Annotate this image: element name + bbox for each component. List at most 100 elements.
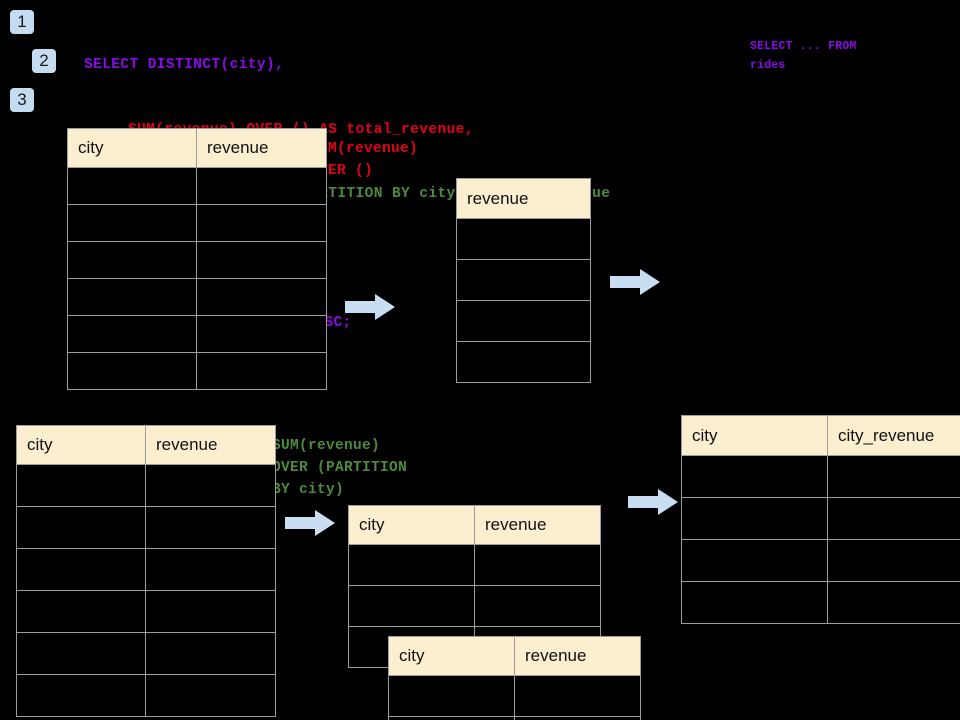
column-header-city: city xyxy=(16,425,146,465)
cell-city xyxy=(16,590,146,633)
table-row xyxy=(67,204,327,242)
cell-city xyxy=(67,278,197,316)
cell-city xyxy=(67,241,197,279)
table-header-row: city revenue xyxy=(67,128,327,168)
cell-revenue xyxy=(196,241,327,279)
cell-city xyxy=(681,455,828,498)
step-badge-1: 1 xyxy=(10,10,34,34)
table-row xyxy=(16,590,276,633)
column-header-city: city xyxy=(348,505,475,545)
total-revenue-table: revenue xyxy=(456,178,591,383)
cell-city-revenue xyxy=(827,455,960,498)
cell-city xyxy=(348,585,475,627)
city-revenue-result-table: city city_revenue xyxy=(681,415,960,624)
column-header-city: city xyxy=(681,415,828,456)
side-note-select-from-rides: SELECT ... FROM rides xyxy=(750,40,857,72)
arrow-source-to-partition-icon xyxy=(285,510,335,536)
cell-city xyxy=(681,539,828,582)
table-row xyxy=(681,539,960,582)
cell-revenue xyxy=(145,674,276,717)
table-row xyxy=(681,497,960,540)
cell-revenue xyxy=(145,632,276,675)
table-row xyxy=(67,241,327,279)
cell-revenue xyxy=(145,506,276,549)
table-row xyxy=(456,300,591,342)
cell-city xyxy=(16,464,146,507)
cell-city-revenue xyxy=(827,539,960,582)
arrow-total-to-result-icon xyxy=(610,269,660,295)
arrow-partition-to-result-icon xyxy=(628,489,678,515)
table-row xyxy=(681,581,960,624)
table-row xyxy=(456,341,591,383)
cell-city xyxy=(681,581,828,624)
cell-city xyxy=(16,674,146,717)
column-header-revenue: revenue xyxy=(474,505,601,545)
table-row xyxy=(67,167,327,205)
table-row xyxy=(456,218,591,260)
table-row xyxy=(16,464,276,507)
column-header-revenue: revenue xyxy=(514,636,641,676)
cell-city xyxy=(16,632,146,675)
table-header-row: city revenue xyxy=(388,636,641,676)
table-header-row: city city_revenue xyxy=(681,415,960,456)
annotation-partition-by-city: SUM(revenue) OVER (PARTITION BY city) xyxy=(272,438,408,498)
table-row xyxy=(67,278,327,316)
table-row xyxy=(388,675,641,717)
cell-revenue xyxy=(474,544,601,586)
table-row xyxy=(16,674,276,717)
cell-city-revenue xyxy=(827,497,960,540)
cell-revenue xyxy=(456,300,591,342)
cell-revenue xyxy=(145,464,276,507)
table-row xyxy=(388,716,641,720)
cell-revenue xyxy=(456,259,591,301)
column-header-city: city xyxy=(388,636,515,676)
cell-city xyxy=(388,675,515,717)
cell-city xyxy=(67,204,197,242)
column-header-revenue: revenue xyxy=(456,178,591,219)
step-badge-2: 2 xyxy=(32,49,56,73)
cell-city xyxy=(16,506,146,549)
sql-line-select: SELECT DISTINCT(city), xyxy=(84,57,285,73)
column-header-revenue: revenue xyxy=(145,425,276,465)
rides-source-table-bottom: city revenue xyxy=(16,425,276,717)
table-row xyxy=(456,259,591,301)
step-badge-3: 3 xyxy=(10,88,34,112)
partition-table-front: city revenue xyxy=(388,636,641,720)
rides-source-table-top: city revenue xyxy=(67,128,327,390)
cell-city xyxy=(67,315,197,353)
cell-revenue xyxy=(456,218,591,260)
cell-revenue xyxy=(196,352,327,390)
table-row xyxy=(67,315,327,353)
column-header-city-revenue: city_revenue xyxy=(827,415,960,456)
table-row xyxy=(67,352,327,390)
cell-revenue xyxy=(196,204,327,242)
cell-revenue xyxy=(456,341,591,383)
table-header-row: revenue xyxy=(456,178,591,219)
cell-city xyxy=(348,544,475,586)
cell-city xyxy=(681,497,828,540)
table-row xyxy=(16,548,276,591)
cell-city-revenue xyxy=(827,581,960,624)
cell-city xyxy=(16,548,146,591)
cell-revenue xyxy=(514,716,641,720)
cell-city xyxy=(67,167,197,205)
arrow-source-to-total-icon xyxy=(345,294,395,320)
table-header-row: city revenue xyxy=(16,425,276,465)
table-row xyxy=(348,544,601,586)
cell-revenue xyxy=(145,590,276,633)
table-row xyxy=(16,506,276,549)
table-header-row: city revenue xyxy=(348,505,601,545)
cell-revenue xyxy=(474,585,601,627)
cell-revenue xyxy=(196,278,327,316)
column-header-city: city xyxy=(67,128,197,168)
cell-revenue xyxy=(145,548,276,591)
cell-city xyxy=(388,716,515,720)
table-row xyxy=(681,455,960,498)
cell-city xyxy=(67,352,197,390)
table-row xyxy=(348,585,601,627)
column-header-revenue: revenue xyxy=(196,128,327,168)
cell-revenue xyxy=(196,315,327,353)
cell-revenue xyxy=(514,675,641,717)
cell-revenue xyxy=(196,167,327,205)
